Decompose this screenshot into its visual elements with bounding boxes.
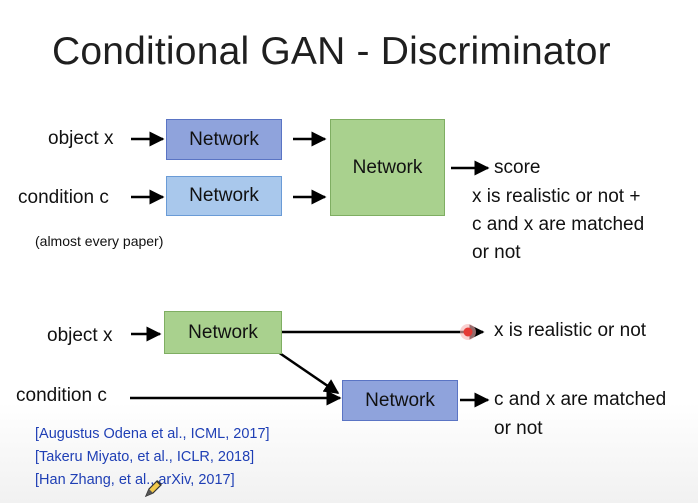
bottom-object-label: object x: [47, 325, 113, 346]
bottom-match-network-box: Network: [342, 380, 458, 421]
reference-item[interactable]: [Augustus Odena et al., ICML, 2017]: [35, 426, 270, 442]
top-condition-network-box: Network: [166, 176, 282, 216]
bottom-object-network-box: Network: [164, 311, 282, 354]
top-output-desc-line3: or not: [472, 242, 521, 263]
bottom-realistic-label: x is realistic or not: [494, 320, 647, 341]
bottom-match-line2: or not: [494, 418, 543, 439]
references: [Augustus Odena et al., ICML, 2017] [Tak…: [35, 423, 270, 492]
arrow-icon: [277, 350, 340, 395]
top-merge-network-box: Network: [330, 119, 445, 216]
bottom-match-line1: c and x are matched: [494, 389, 667, 410]
top-object-label: object x: [48, 128, 114, 149]
pen-cursor-icon: [144, 480, 162, 498]
reference-item[interactable]: [Han Zhang, et al., arXiv, 2017]: [35, 472, 235, 488]
top-output-desc-line2: c and x are matched: [472, 214, 645, 235]
slide-title: Conditional GAN - Discriminator: [52, 30, 611, 73]
bottom-condition-label: condition c: [16, 385, 107, 406]
top-score-label: score: [494, 157, 541, 178]
top-output-desc-line1: x is realistic or not +: [472, 186, 641, 207]
reference-item[interactable]: [Takeru Miyato, et al., ICLR, 2018]: [35, 449, 255, 465]
laser-pointer-icon: [460, 324, 476, 340]
top-condition-label: condition c: [18, 187, 109, 208]
top-object-network-box: Network: [166, 119, 282, 160]
top-note: (almost every paper): [35, 233, 164, 249]
